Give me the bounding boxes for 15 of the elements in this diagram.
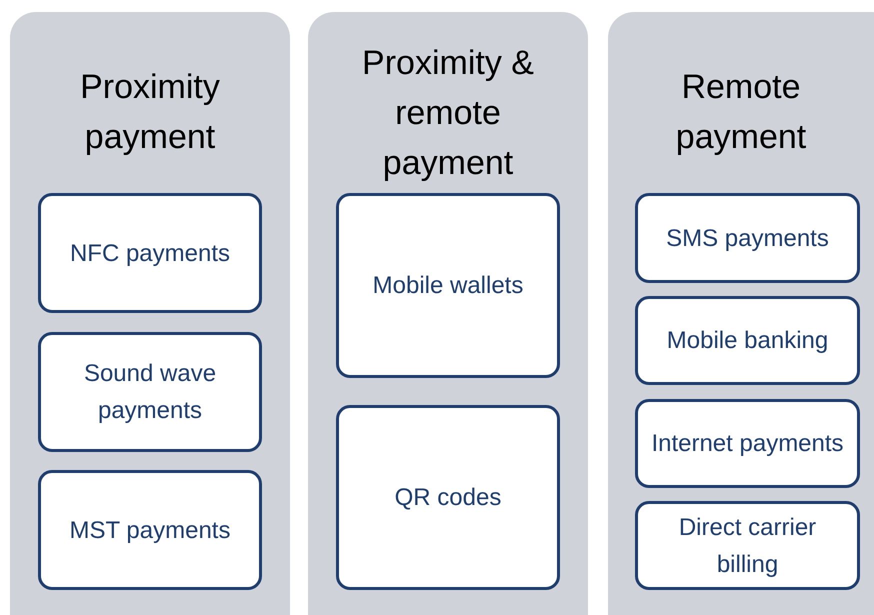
category-heading: Remote payment bbox=[674, 67, 808, 158]
payment-type-box: NFC payments bbox=[38, 193, 262, 313]
category-heading: Proximity & remote payment bbox=[361, 43, 535, 184]
payment-type-box: Mobile wallets bbox=[336, 193, 560, 378]
payment-type-box: MST payments bbox=[38, 470, 262, 590]
payment-type-box: Sound wave payments bbox=[38, 332, 262, 452]
category-panel bbox=[10, 12, 290, 615]
payment-type-box: Direct carrier billing bbox=[635, 501, 860, 590]
category-panel bbox=[608, 12, 874, 615]
category-panel bbox=[308, 12, 588, 615]
payment-type-box: QR codes bbox=[336, 405, 560, 590]
payment-type-box: SMS payments bbox=[635, 193, 860, 283]
payment-type-box: Internet payments bbox=[635, 399, 860, 488]
category-heading: Proximity payment bbox=[79, 67, 221, 158]
payment-type-box: Mobile banking bbox=[635, 296, 860, 385]
